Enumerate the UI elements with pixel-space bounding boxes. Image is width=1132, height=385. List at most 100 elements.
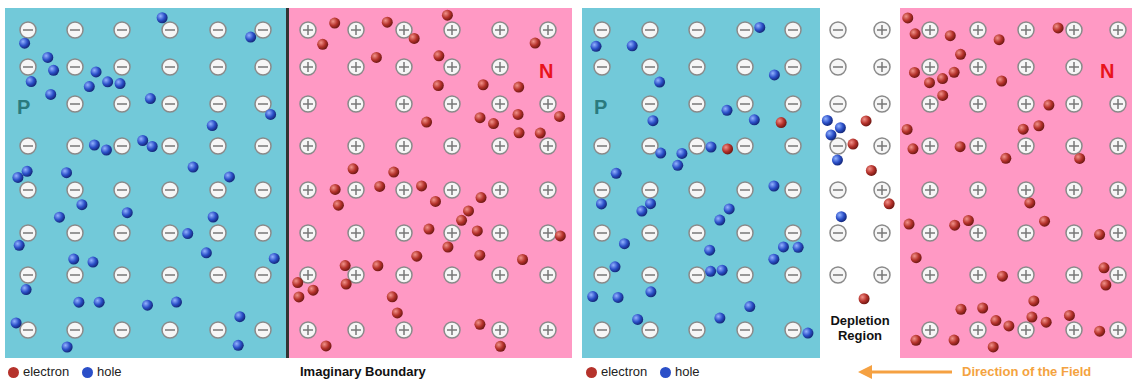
acceptor-ion <box>114 267 130 283</box>
hole <box>705 266 716 277</box>
acceptor-ion <box>594 59 610 75</box>
donor-ion <box>922 96 938 112</box>
acceptor-ion <box>830 59 846 75</box>
hole <box>645 286 656 297</box>
donor-ion <box>444 225 460 241</box>
hole <box>87 257 98 268</box>
region-letter: P <box>594 96 607 119</box>
acceptor-ion <box>210 96 226 112</box>
electron <box>990 315 1001 326</box>
electron <box>433 50 444 61</box>
acceptor-ion <box>594 225 610 241</box>
donor-ion <box>1110 267 1126 283</box>
acceptor-ion <box>830 182 846 198</box>
electron <box>1043 100 1054 111</box>
region-letter: N <box>1100 60 1114 83</box>
electron <box>907 143 918 154</box>
region-letter: P <box>17 96 30 119</box>
hole <box>234 311 245 322</box>
region-letter: N <box>539 60 553 83</box>
acceptor-ion <box>737 22 753 38</box>
p-region: P <box>5 8 287 358</box>
hole <box>62 341 73 352</box>
donor-ion <box>492 182 508 198</box>
electron <box>1018 124 1029 135</box>
hole <box>48 65 59 76</box>
donor-ion <box>348 225 364 241</box>
electron <box>442 10 453 21</box>
hole <box>619 238 630 249</box>
electron <box>945 30 956 41</box>
donor-ion <box>1066 96 1082 112</box>
hole <box>22 166 33 177</box>
electron <box>902 124 913 135</box>
electron <box>955 49 966 60</box>
hole <box>61 167 72 178</box>
electron <box>994 34 1005 45</box>
acceptor-ion <box>642 225 658 241</box>
acceptor-ion <box>642 182 658 198</box>
acceptor-ion <box>210 59 226 75</box>
acceptor-ion <box>20 22 36 38</box>
hole <box>655 148 666 159</box>
electron <box>909 67 920 78</box>
donor-ion <box>300 138 316 154</box>
donor-ion <box>444 96 460 112</box>
acceptor-ion <box>210 225 226 241</box>
hole <box>826 129 837 140</box>
hole <box>233 340 244 351</box>
donor-ion <box>540 267 556 283</box>
donor-ion <box>1066 267 1082 283</box>
donor-ion <box>970 182 986 198</box>
hole <box>802 328 813 339</box>
acceptor-ion <box>67 225 83 241</box>
acceptor-ion <box>114 322 130 338</box>
electron <box>421 117 432 128</box>
acceptor-ion <box>20 267 36 283</box>
hole <box>26 76 37 87</box>
hole <box>613 292 624 303</box>
donor-ion <box>396 96 412 112</box>
hole <box>587 291 598 302</box>
acceptor-ion <box>20 59 36 75</box>
hole <box>224 171 235 182</box>
electron <box>474 319 485 330</box>
electron <box>517 254 528 265</box>
hole <box>704 245 715 256</box>
hole <box>596 198 607 209</box>
electron <box>514 127 525 138</box>
electron <box>495 341 506 352</box>
acceptor-ion <box>689 138 705 154</box>
acceptor-ion <box>689 225 705 241</box>
hole <box>42 52 53 63</box>
donor-ion <box>396 182 412 198</box>
acceptor-ion <box>594 22 610 38</box>
electron <box>859 293 870 304</box>
hole <box>269 253 280 264</box>
donor-ion <box>348 138 364 154</box>
electron <box>416 180 427 191</box>
electron <box>1094 326 1105 337</box>
electron <box>977 303 988 314</box>
electron <box>329 18 340 29</box>
electron <box>433 80 444 91</box>
donor-ion <box>1110 96 1126 112</box>
acceptor-ion <box>689 22 705 38</box>
acceptor-ion <box>114 96 130 112</box>
donor-ion <box>540 322 556 338</box>
donor-ion <box>1066 182 1082 198</box>
donor-ion <box>922 182 938 198</box>
n-region: N <box>900 8 1132 358</box>
electron <box>996 75 1007 86</box>
hole <box>89 139 100 150</box>
acceptor-ion <box>20 182 36 198</box>
electron <box>1099 262 1110 273</box>
donor-ion <box>396 225 412 241</box>
donor-ion <box>1066 22 1082 38</box>
acceptor-ion <box>785 138 801 154</box>
electron <box>1033 120 1044 131</box>
donor-ion <box>492 322 508 338</box>
hole <box>188 162 199 173</box>
electron <box>348 163 359 174</box>
donor-ion <box>1066 322 1082 338</box>
